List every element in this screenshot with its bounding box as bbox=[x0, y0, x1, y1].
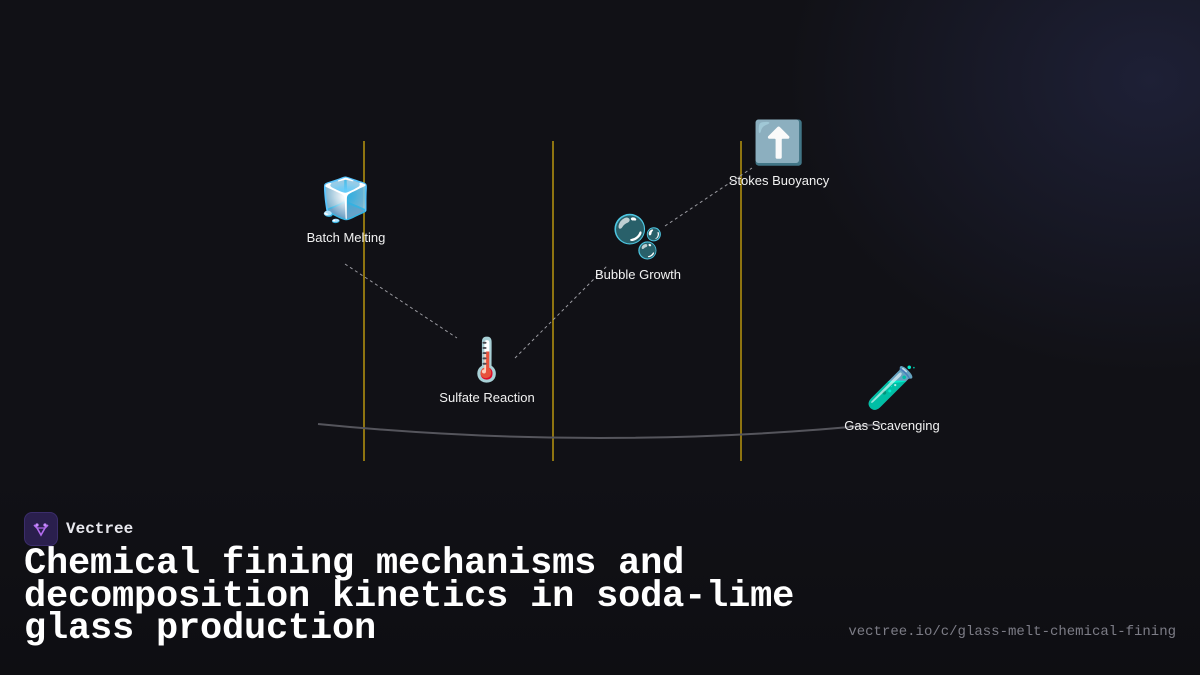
node-bubble-growth: 🫧 Bubble Growth bbox=[595, 212, 681, 283]
connector-batch-to-sulfate bbox=[344, 263, 458, 339]
vectree-logo-icon bbox=[24, 512, 58, 546]
node-batch-melting: 🧊 Batch Melting bbox=[306, 175, 386, 246]
brand-name: Vectree bbox=[66, 520, 134, 538]
brand[interactable]: Vectree bbox=[24, 512, 133, 546]
node-label: Bubble Growth bbox=[595, 267, 681, 282]
node-label: Stokes Buoyancy bbox=[728, 173, 830, 188]
node-gas-scavenging: 🧪 Gas Scavenging bbox=[844, 363, 940, 434]
bubbles-icon: 🫧 bbox=[611, 212, 665, 261]
baseline-curve bbox=[317, 423, 883, 439]
node-label: Sulfate Reaction bbox=[439, 390, 535, 405]
thermometer-icon: 🌡️ bbox=[460, 335, 514, 384]
up-arrow-icon: ⬆️ bbox=[752, 118, 806, 167]
node-label: Gas Scavenging bbox=[844, 418, 940, 433]
node-stokes-buoyancy: ⬆️ Stokes Buoyancy bbox=[728, 118, 830, 189]
node-label: Batch Melting bbox=[306, 230, 386, 245]
page-url[interactable]: vectree.io/c/glass-melt-chemical-fining bbox=[848, 624, 1176, 640]
page-title: Chemical fining mechanisms and decomposi… bbox=[24, 543, 795, 650]
node-sulfate-reaction: 🌡️ Sulfate Reaction bbox=[439, 335, 535, 406]
ice-cube-icon: 🧊 bbox=[319, 175, 373, 224]
connector-sulfate-to-bubble bbox=[514, 264, 609, 359]
test-tube-icon: 🧪 bbox=[865, 363, 919, 412]
